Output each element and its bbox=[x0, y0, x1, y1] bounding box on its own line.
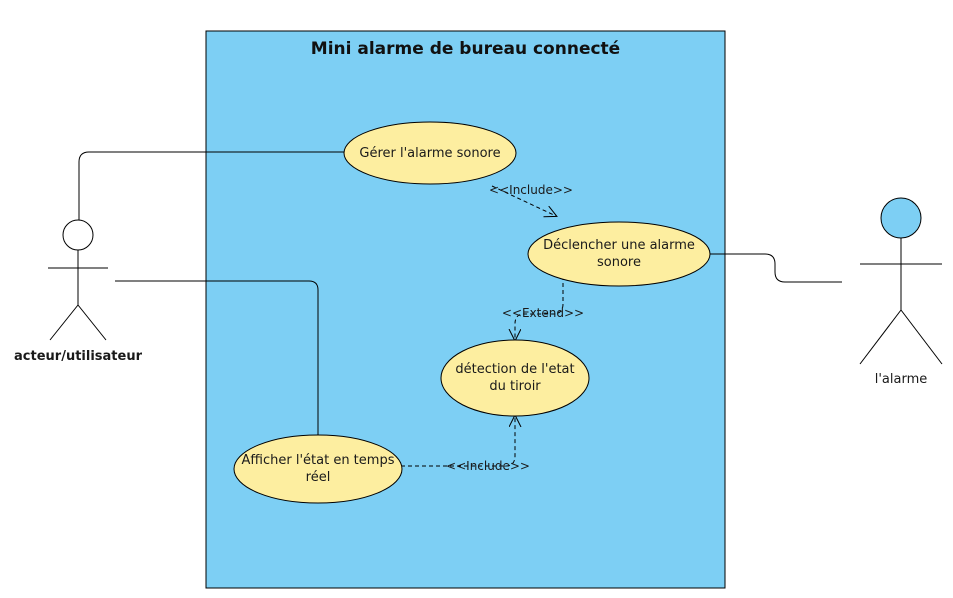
actor-alarm-head bbox=[880, 197, 922, 239]
include-gerer-declencher bbox=[491, 185, 556, 216]
association-user-gerer bbox=[78, 151, 345, 220]
usecase-afficher-ellipse bbox=[233, 434, 403, 504]
actor-alarm-figure bbox=[859, 197, 943, 365]
actor-user-name: acteur/utilisateur bbox=[14, 349, 142, 364]
include-afficher-detection bbox=[401, 416, 515, 467]
system-boundary bbox=[205, 30, 726, 589]
usecase-declencher-label: Déclencher une alarme sonore bbox=[543, 238, 695, 270]
actor-alarm-name: l'alarme bbox=[874, 372, 928, 387]
include-label-1: <<Include>> bbox=[489, 183, 573, 197]
usecase-gerer-label: Gérer l'alarme sonore bbox=[359, 145, 501, 161]
include-label-2: <<Include>> bbox=[446, 459, 530, 473]
actor-user-figure bbox=[48, 219, 108, 341]
association-declencher-alarm bbox=[710, 253, 842, 283]
usecase-detection-label: détection de l'etat du tiroir bbox=[455, 362, 575, 394]
usecase-gerer-ellipse bbox=[343, 121, 517, 185]
usecase-declencher-ellipse bbox=[527, 221, 711, 287]
usecase-afficher-label: Afficher l'état en temps réel bbox=[241, 453, 395, 485]
usecase-detection-ellipse bbox=[440, 339, 590, 417]
extend-declencher-detection bbox=[515, 276, 564, 340]
system-title: Mini alarme de bureau connecté bbox=[310, 39, 621, 59]
extend-label: <<Extend>> bbox=[501, 306, 585, 320]
association-user-afficher bbox=[115, 280, 319, 436]
actor-user-head bbox=[62, 219, 94, 251]
